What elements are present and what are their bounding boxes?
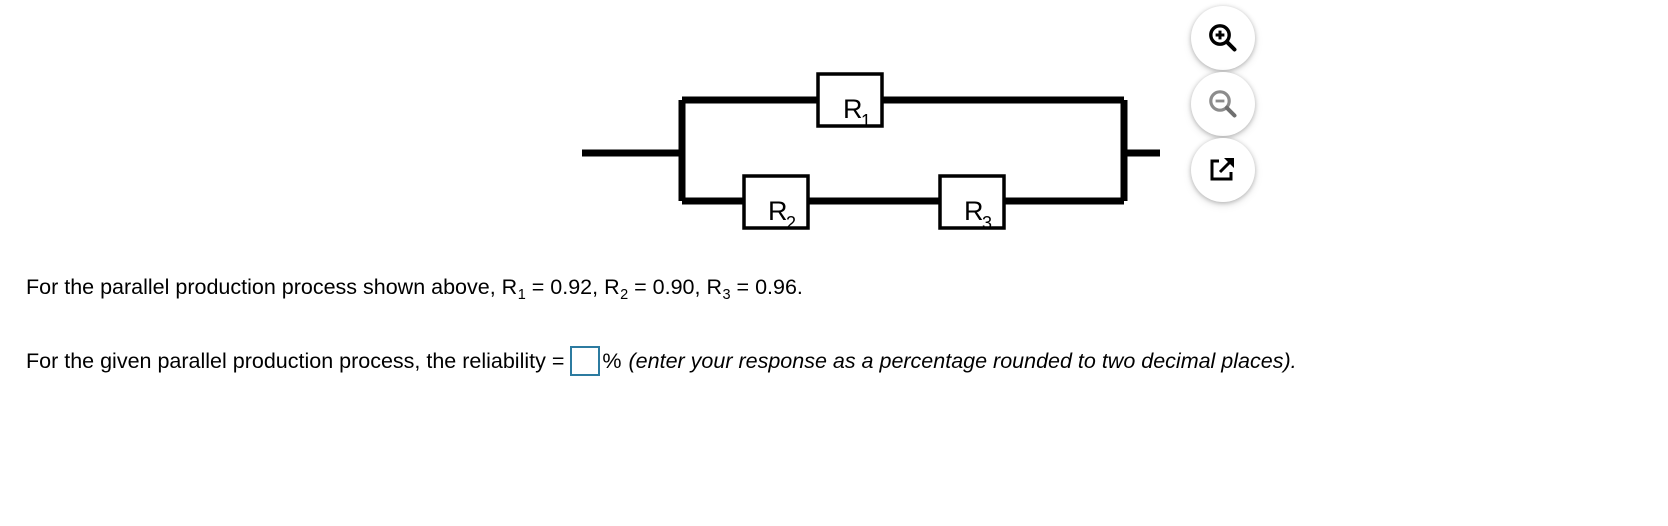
answer-line-lead: For the given parallel production proces… [26,348,565,373]
question-text-block: For the parallel production process show… [26,272,1646,376]
given-values-lead: For the parallel production process show… [26,275,502,299]
r3-symbol: R [706,275,722,299]
open-in-new-window-icon [1210,158,1234,181]
r2-subscript: 2 [620,286,629,303]
component-R1: R 1 [816,72,884,131]
component-R3-label: R [964,196,984,226]
percent-sign: % [602,348,622,373]
component-R1-label: R [843,94,863,124]
given-values-line: For the parallel production process show… [26,272,1646,310]
zoom-out-button[interactable] [1191,72,1255,136]
circuit-diagram: R 1 R 2 R 3 [582,72,1160,233]
r1-symbol: R [501,275,518,299]
r2-value: = 0.90, [628,275,707,299]
figure-area: R 1 R 2 R 3 [0,0,1668,250]
r2-symbol: R [604,275,620,299]
r3-subscript: 3 [722,286,731,303]
answer-format-hint: (enter your response as a percentage rou… [628,348,1297,373]
open-in-new-window-button[interactable] [1191,138,1255,202]
component-R2-label: R [768,196,788,226]
component-R2-subscript: 2 [786,213,796,233]
component-R3: R 3 [938,174,1006,233]
zoom-in-icon [1209,24,1237,52]
figure-zoom-controls [1191,6,1257,202]
reliability-answer-input[interactable] [570,345,601,376]
answer-line: For the given parallel production proces… [26,345,1646,376]
r1-value: = 0.92, [525,275,605,299]
component-R3-subscript: 3 [982,213,992,233]
r1-subscript: 1 [517,286,526,303]
component-R2: R 2 [742,174,810,233]
r3-value: = 0.96. [730,275,803,299]
component-R1-subscript: 1 [861,111,871,131]
zoom-out-icon [1209,90,1237,118]
zoom-in-button[interactable] [1191,6,1255,70]
